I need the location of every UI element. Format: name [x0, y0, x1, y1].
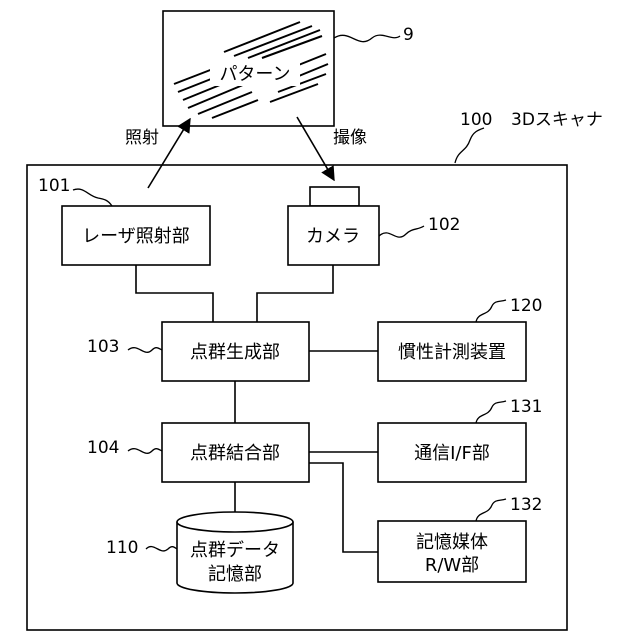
scanner-name: 3Dスキャナ: [511, 110, 603, 130]
comm-interface-leader-line: [476, 401, 506, 423]
scanner-ref: 100: [460, 110, 492, 130]
capture-label: 撮像: [333, 128, 367, 148]
pointcloud-combiner-ref: 104: [87, 438, 119, 458]
camera-to-pointcloud-connector: [257, 265, 333, 322]
storage-label-line1: 点群データ: [190, 540, 280, 561]
pointcloud-combiner-leader-line: [128, 449, 162, 454]
laser-label: レーザ照射部: [82, 226, 190, 247]
pointcloud-generator-label: 点群生成部: [190, 342, 280, 363]
laser-ref: 101: [38, 176, 70, 196]
comm-interface-ref: 131: [510, 397, 542, 417]
pointcloud-generator-ref: 103: [87, 337, 119, 357]
target-ref: 9: [403, 25, 414, 45]
comm-interface-label: 通信I/F部: [414, 443, 490, 464]
storage-leader-line: [146, 547, 177, 551]
camera-leader-line: [379, 226, 424, 237]
pattern-label: パターン: [219, 64, 290, 85]
laser-leader-line: [73, 189, 112, 206]
camera-lens: [310, 187, 359, 206]
laser-to-pointcloud-connector: [136, 265, 213, 322]
storage-label-line2: 記憶部: [208, 564, 262, 585]
pointcloud-combiner-label: 点群結合部: [190, 443, 280, 464]
imu-label: 慣性計測装置: [398, 342, 506, 363]
media-rw-leader-line: [476, 499, 506, 521]
imu-ref: 120: [510, 296, 542, 316]
pointcloud-generator-leader-line: [128, 348, 162, 353]
irradiation-label: 照射: [125, 128, 159, 148]
scanner-leader-line: [455, 128, 484, 163]
imu-leader-line: [476, 300, 506, 322]
target-surface: パターン: [163, 11, 334, 126]
camera-ref: 102: [428, 215, 460, 235]
media-rw-label-line1: 記憶媒体: [416, 532, 488, 553]
combiner-to-media-connector: [309, 463, 378, 552]
target-leader-line: [334, 35, 400, 42]
media-rw-ref: 132: [510, 495, 542, 515]
camera-label: カメラ: [306, 226, 360, 247]
storage-ref: 110: [106, 538, 138, 558]
media-rw-label-line2: R/W部: [425, 555, 479, 576]
